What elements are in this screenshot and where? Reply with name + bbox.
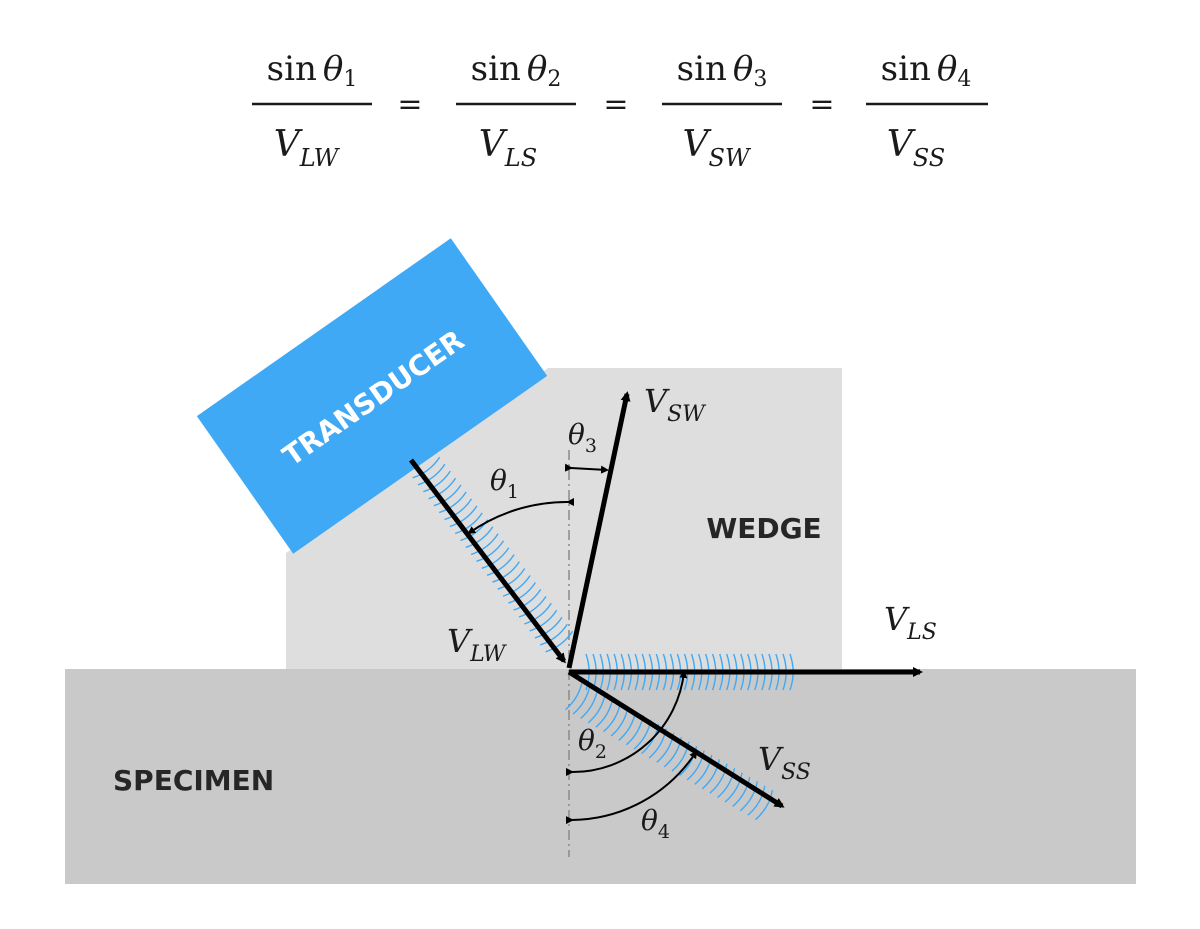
incident-wavefront-arc bbox=[518, 596, 547, 618]
theta2-label: θ2 bbox=[578, 724, 607, 763]
v-ls-label: VLS bbox=[884, 600, 937, 645]
incident-wavefront-arc bbox=[492, 561, 520, 583]
shear-wavefront-arc bbox=[717, 768, 736, 799]
shear-wavefront-arc bbox=[709, 763, 728, 794]
incident-wavefront-arc bbox=[545, 630, 574, 653]
incident-wavefront-arc bbox=[524, 602, 552, 625]
denominator-3: VSW bbox=[682, 124, 751, 172]
incident-wavefront-arc bbox=[540, 623, 568, 646]
v-lw-label: VLW bbox=[447, 622, 508, 667]
shear-wavefront-arc bbox=[755, 790, 774, 821]
incident-wavefront-arc bbox=[412, 456, 441, 479]
incident-wavefront-arc bbox=[417, 463, 446, 486]
incident-wavefront-arc bbox=[423, 470, 451, 493]
theta3-label: θ3 bbox=[568, 418, 597, 457]
equals-sign-1: = bbox=[397, 87, 422, 122]
incident-wavefront-arc bbox=[476, 540, 505, 562]
specimen-label: SPECIMEN bbox=[113, 764, 274, 797]
equals-sign-3: = bbox=[809, 87, 834, 122]
theta3-arc bbox=[564, 463, 609, 474]
reflected-shear-arrow bbox=[566, 391, 631, 669]
incident-wavefront-arc bbox=[433, 484, 462, 507]
shear-wavefront-arc bbox=[739, 781, 758, 812]
theta1-arc bbox=[467, 498, 575, 535]
incident-wavefront-arc bbox=[428, 477, 457, 500]
shear-wavefront-arc bbox=[747, 785, 766, 816]
shear-wavefront-arc bbox=[701, 759, 720, 790]
theta4-arc bbox=[565, 750, 698, 825]
incident-wavefront-arc bbox=[438, 491, 467, 514]
denominator-1: VLW bbox=[274, 124, 341, 172]
transducer-body bbox=[196, 238, 548, 554]
incident-wavefront-arc bbox=[470, 533, 499, 556]
incident-wavefront-arc bbox=[534, 616, 563, 639]
incident-wavefront-arc bbox=[508, 582, 536, 604]
denominator-4: VSS bbox=[887, 124, 945, 172]
incident-wavefront-arc bbox=[529, 609, 558, 632]
incident-wavefront-arc bbox=[481, 547, 510, 569]
v-sw-label: VSW bbox=[644, 382, 707, 427]
wedge-label: WEDGE bbox=[706, 512, 821, 545]
transducer: TRANSDUCER bbox=[196, 238, 548, 554]
denominator-2: VLS bbox=[479, 124, 537, 172]
shear-wavefront-arc bbox=[732, 776, 751, 807]
equals-sign-2: = bbox=[603, 87, 628, 122]
shear-wavefront-arc bbox=[724, 772, 743, 803]
incident-wavefront-arc bbox=[497, 568, 526, 590]
incident-wavefront-arc bbox=[513, 589, 542, 611]
incident-ray-arrow bbox=[409, 458, 566, 664]
incident-wavefront-arc bbox=[502, 575, 531, 597]
theta4-label: θ4 bbox=[641, 804, 670, 843]
v-ss-label: VSS bbox=[758, 740, 811, 785]
incident-wavefront-arc bbox=[486, 554, 515, 576]
theta1-label: θ1 bbox=[490, 464, 519, 503]
